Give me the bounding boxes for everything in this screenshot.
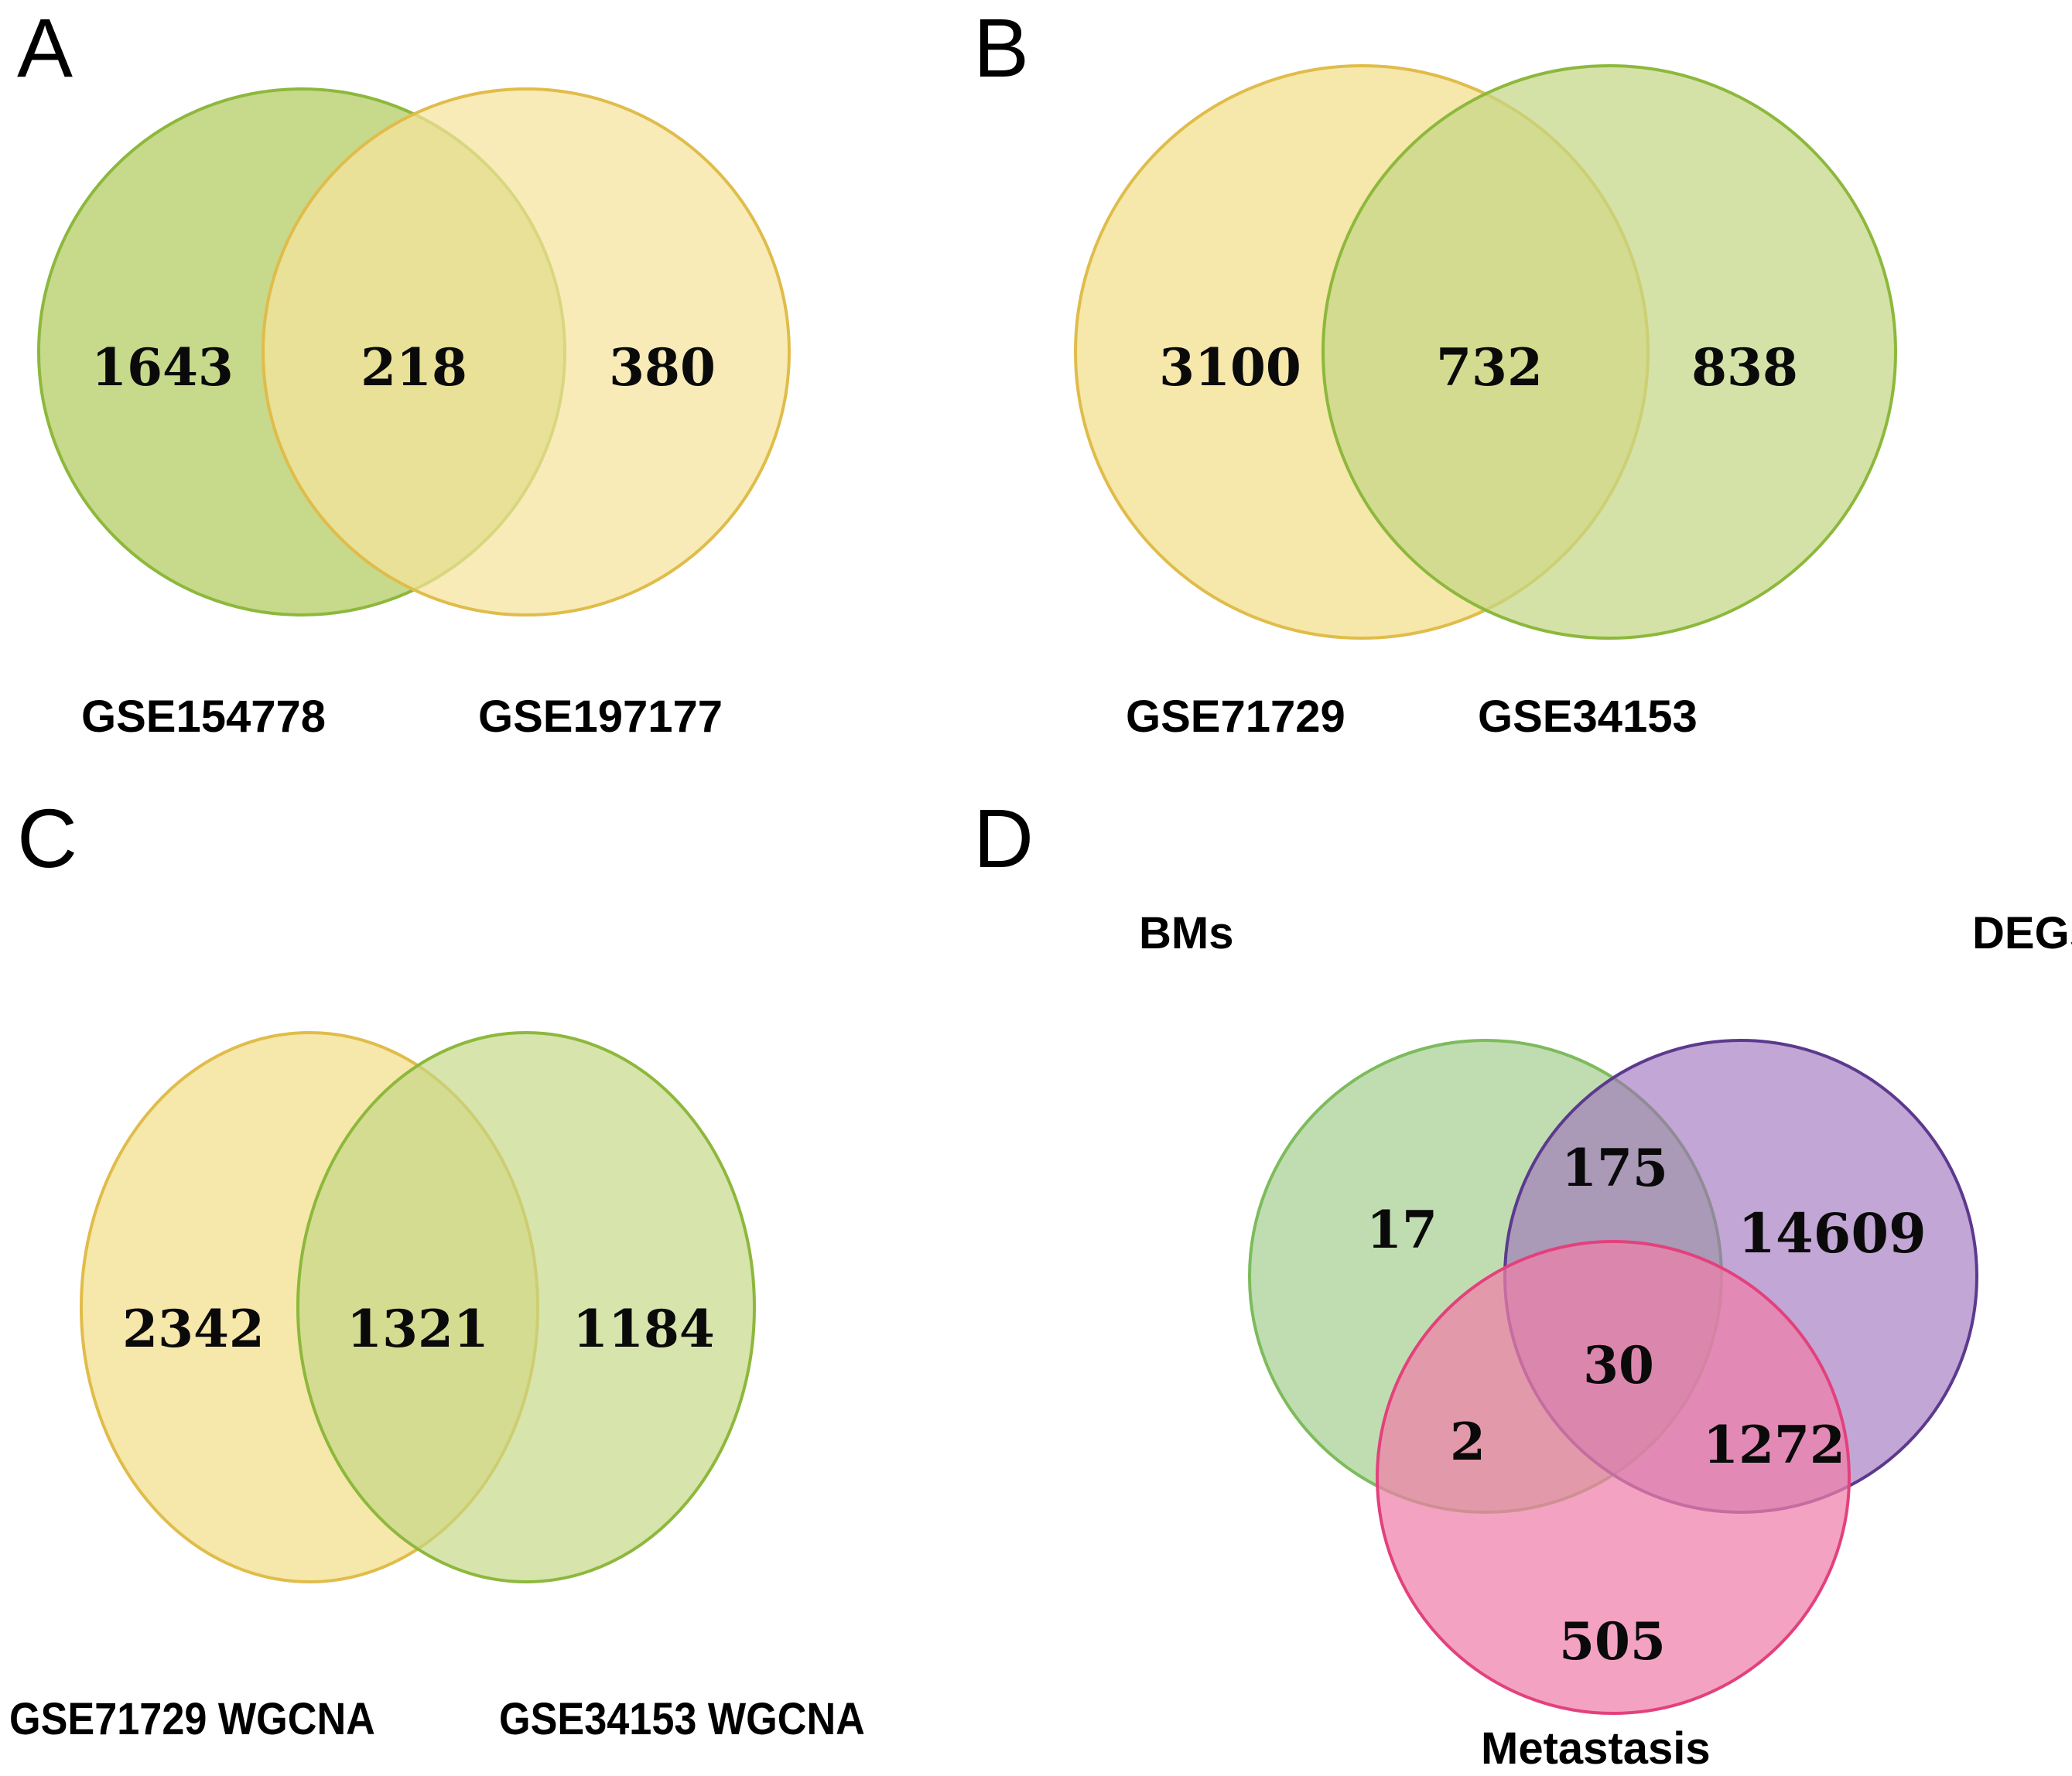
panel-d-count-metastasis-only: 505 — [1559, 1611, 1666, 1672]
panel-b-circle-right — [1321, 64, 1897, 640]
panel-c-venn-diagram — [80, 1031, 756, 1583]
panel-b-letter: B — [973, 1, 1030, 94]
panel-a-letter: A — [17, 1, 74, 94]
panel-a-count-center: 218 — [361, 337, 467, 398]
panel-d-count-bms-metastasis: 2 — [1450, 1412, 1486, 1472]
panel-a-venn-diagram — [37, 87, 791, 616]
panel-d-set-label-degs: DEGs — [1972, 908, 2072, 958]
panel-b-count-center: 732 — [1436, 337, 1543, 398]
panel-b-count-right: 838 — [1691, 337, 1798, 398]
panel-b: B 3100 732 838 GSE71729 GSE34153 — [967, 0, 2072, 781]
panel-d-count-triple: 30 — [1583, 1335, 1654, 1395]
panel-d-count-bms-only: 17 — [1366, 1200, 1438, 1260]
panel-b-venn-diagram — [1074, 64, 1897, 640]
panel-d-letter: D — [973, 791, 1034, 885]
panel-d-count-bms-degs: 175 — [1561, 1138, 1668, 1198]
panel-b-set-label-right: GSE34153 — [1478, 692, 1698, 742]
panel-c-count-left: 2342 — [122, 1299, 265, 1359]
panel-c-count-center: 1321 — [347, 1299, 489, 1359]
panel-a-circle-right — [262, 87, 791, 616]
panel-d-venn-diagram — [1248, 1039, 1978, 1715]
panel-d-set-label-metastasis: Metastasis — [1481, 1723, 1711, 1774]
panel-d-circle-metastasis — [1376, 1240, 1851, 1715]
panel-c-count-right: 1184 — [573, 1299, 715, 1359]
panel-d-count-degs-only: 14609 — [1738, 1201, 1927, 1265]
panel-a-count-right: 380 — [609, 337, 716, 398]
panel-a-count-left: 1643 — [91, 337, 234, 398]
panel-d: D 17 175 14609 30 2 1272 505 BMs DEGs Me… — [967, 781, 2072, 1776]
panel-c-letter: C — [17, 791, 77, 885]
panel-a: A 1643 218 380 GSE154778 GSE197177 — [0, 0, 967, 781]
panel-d-count-degs-metastasis: 1272 — [1703, 1415, 1845, 1475]
panel-b-count-left: 3100 — [1159, 337, 1301, 398]
panel-a-set-label-left: GSE154778 — [81, 692, 327, 742]
panel-d-set-label-bms: BMs — [1139, 908, 1234, 958]
panel-c-set-label-left: GSE71729 WGCNA — [9, 1694, 375, 1744]
panel-b-set-label-left: GSE71729 — [1126, 692, 1345, 742]
panel-c-ellipse-right — [296, 1031, 756, 1583]
panel-c: C 2342 1321 1184 GSE71729 WGCNA GSE34153… — [0, 781, 967, 1776]
panel-c-set-label-right: GSE34153 WGCNA — [499, 1694, 865, 1744]
panel-a-set-label-right: GSE197177 — [478, 692, 723, 742]
